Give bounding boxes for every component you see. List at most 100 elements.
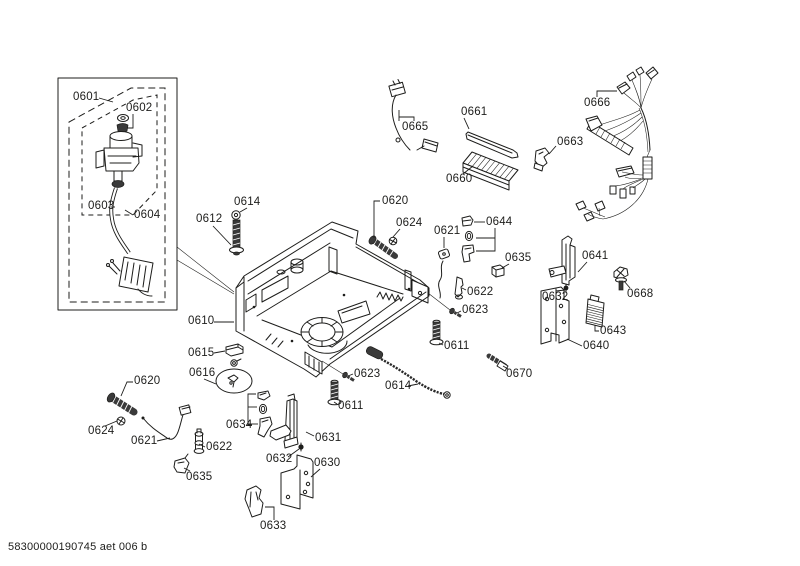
sketch-0623-screw-lower — [342, 371, 355, 382]
leader-line-0611 — [333, 401, 338, 405]
leader-line-0624 — [104, 420, 118, 427]
sketch-0621-sensor-upper — [437, 248, 451, 299]
part-label-0668-35: 0668 — [627, 288, 654, 300]
leader-line-0635 — [183, 467, 191, 472]
leader-line-0612 — [212, 225, 232, 246]
part-label-0620-9: 0620 — [382, 195, 409, 207]
part-label-0602-1: 0602 — [126, 102, 153, 114]
part-label-0666-36: 0666 — [584, 97, 611, 109]
sketch-0640-bracket — [540, 286, 570, 345]
leader-line-0624 — [392, 228, 401, 238]
sketch-0635-block-upper — [491, 264, 505, 278]
leader-line-0622 — [461, 287, 467, 291]
part-label-0615-7: 0615 — [188, 347, 215, 359]
sketch-0644-fixings — [461, 215, 475, 263]
sketch-0612-bolt — [229, 210, 244, 256]
leader-line-0620 — [373, 200, 380, 238]
leader-line-0635 — [501, 263, 510, 269]
leader-line-0640 — [566, 338, 583, 347]
part-label-0633-30: 0633 — [260, 520, 287, 532]
leader-line-0620 — [120, 381, 133, 397]
part-label-0614-18: 0614 — [385, 380, 412, 392]
sketch-0620-rod-lower — [106, 392, 138, 416]
part-label-0623-19: 0623 — [354, 368, 381, 380]
sketch-0663-bracket — [533, 147, 550, 172]
part-label-0611-16: 0611 — [444, 340, 470, 352]
part-label-0614-5: 0614 — [234, 196, 261, 208]
leader-line-0661 — [463, 117, 470, 130]
sketch-0630-bracket — [280, 454, 314, 510]
sketch-0635-bracket-lower — [173, 453, 190, 474]
leader-line-0644 — [476, 228, 496, 252]
part-label-0663-37: 0663 — [557, 136, 584, 148]
inset-connector-line-2 — [176, 259, 235, 295]
leader-line-0616 — [203, 378, 217, 385]
part-label-0643-34: 0643 — [600, 325, 627, 337]
leader-line-0614 — [407, 383, 419, 387]
leader-line-0643 — [594, 325, 599, 332]
leader-line-0663 — [548, 145, 557, 155]
part-label-0611-20: 0611 — [338, 400, 364, 412]
leader-line-0633 — [265, 506, 275, 520]
leader-line-0602 — [127, 114, 134, 129]
leader-line-0660 — [462, 165, 474, 175]
inset-connector-line-1 — [176, 246, 235, 293]
part-label-0665-38: 0665 — [402, 121, 429, 133]
part-label-0631-27: 0631 — [315, 432, 342, 444]
document-code: 58300000190745 aet 006 b — [8, 541, 148, 553]
part-label-0621-11: 0621 — [434, 225, 461, 237]
leader-line-0614 — [239, 207, 248, 213]
leader-line-0668 — [623, 280, 631, 289]
part-label-0661-39: 0661 — [461, 106, 488, 118]
part-label-0635-13: 0635 — [505, 252, 532, 264]
sketch-0602-valve-assembly — [95, 114, 154, 297]
leader-line-0623 — [347, 373, 354, 377]
part-label-0604-3: 0604 — [134, 209, 161, 221]
part-label-0601-0: 0601 — [73, 91, 100, 103]
part-label-0641-32: 0641 — [582, 250, 609, 262]
sketch-0666-harness — [575, 66, 659, 222]
sketch-0624-clip-upper — [388, 236, 398, 246]
leader-lines — [98, 90, 631, 520]
leader-line-0630 — [310, 468, 321, 478]
leader-line-0632 — [287, 448, 300, 458]
part-label-0622-14: 0622 — [467, 286, 494, 298]
leader-line-0621 — [156, 437, 171, 442]
part-label-0621-23: 0621 — [131, 435, 158, 447]
sketch-0614-cable-lower — [365, 346, 451, 399]
leader-line-0604 — [124, 209, 134, 216]
sketch-0616-disc — [215, 368, 253, 394]
sketch-0670-stud — [486, 353, 509, 372]
sketch-0643-grille — [585, 294, 605, 328]
part-label-0616-8: 0616 — [189, 367, 216, 379]
leader-line-0641 — [577, 261, 588, 273]
sketch-0611-bolt-upper — [429, 319, 444, 346]
sketch-0634-fixings — [257, 390, 273, 438]
part-label-0603-2: 0603 — [88, 200, 115, 212]
sketch-0601-inset-box — [57, 77, 178, 311]
part-label-0632-28: 0632 — [266, 453, 293, 465]
part-label-0660-40: 0660 — [446, 173, 473, 185]
leader-line-0634 — [247, 393, 256, 426]
part-label-0632-31: 0632 — [542, 291, 569, 303]
leader-line-0632 — [555, 289, 566, 292]
leader-line-0601 — [98, 97, 114, 103]
sketch-0631-bracket — [269, 393, 299, 449]
sketch-0632-screw-upper — [563, 283, 569, 293]
sketch-0622-damper-lower — [193, 428, 205, 454]
sketch-0661-cover — [465, 131, 519, 159]
sketch-0615-clip — [225, 343, 244, 367]
sketch-0622-latch-upper — [454, 276, 464, 300]
part-label-0635-25: 0635 — [186, 471, 213, 483]
sketch-0632-screw-lower — [298, 442, 304, 452]
part-label-0624-22: 0624 — [88, 425, 115, 437]
sketch-0633-bracket — [244, 485, 264, 518]
sketch-0610-base — [235, 221, 451, 378]
part-label-0610-6: 0610 — [188, 315, 215, 327]
sketch-0623-screw-upper — [449, 307, 462, 318]
part-label-0630-29: 0630 — [314, 457, 341, 469]
leader-line-0611 — [438, 342, 444, 346]
leader-line-0631 — [305, 431, 315, 437]
